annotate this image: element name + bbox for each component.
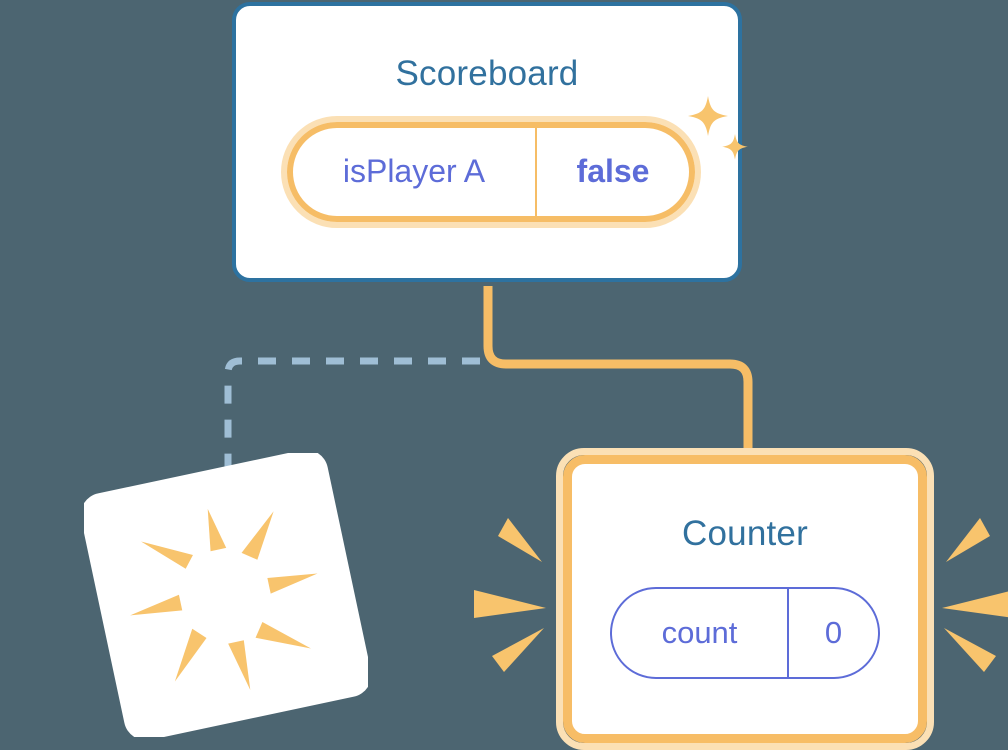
left-card-surface [84,453,368,737]
scoreboard-state-value: false [576,152,650,189]
scoreboard-pill-glow-ring [281,116,701,228]
node-card-counter[interactable]: Counter count 0 [556,448,934,750]
connector-solid-scoreboard-to-counter [483,286,753,460]
scoreboard-title: Scoreboard [395,54,579,93]
node-card-scoreboard[interactable]: Scoreboard isPlayer A false [232,2,748,282]
counter-state-value: 0 [824,615,843,650]
counter-title: Counter [682,514,808,553]
left-burst-card [84,453,368,737]
scoreboard-state-key: isPlayer A [293,128,537,216]
left-card-burst-rays [130,508,318,691]
scoreboard-pill-body: isPlayer A false [287,122,695,222]
counter-burst-left [474,518,546,672]
scoreboard-state-pill[interactable]: isPlayer A false [281,116,701,228]
counter-state-key: count [612,589,789,677]
connector-dashed-scoreboard-to-left-card [224,357,480,480]
counter-highlight-glow-ring [556,448,934,750]
counter-state-pill[interactable]: count 0 [610,587,880,679]
counter-burst-right [942,518,1008,672]
